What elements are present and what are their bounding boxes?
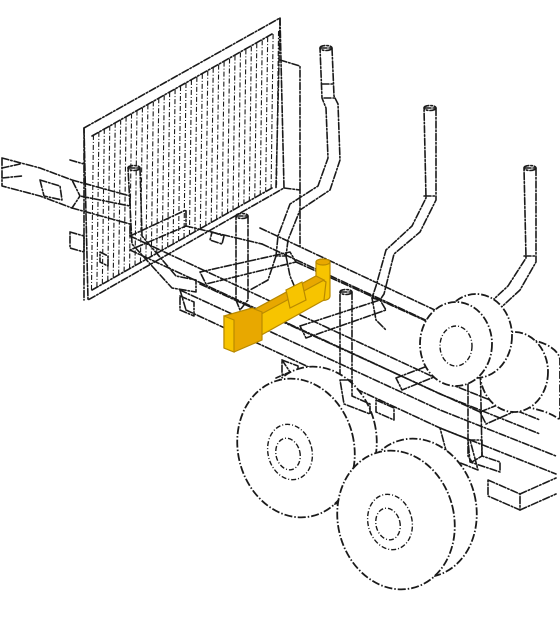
bulkhead-slat xyxy=(134,110,138,267)
front-bulkhead xyxy=(69,17,301,301)
bulkhead-slat xyxy=(232,55,236,211)
bulkhead-slat xyxy=(161,95,165,251)
bulkhead-slat xyxy=(139,107,143,263)
drawbar xyxy=(1,157,131,237)
wheels xyxy=(236,293,560,591)
bulkhead-slat xyxy=(237,52,241,207)
bulkhead-slat xyxy=(243,49,247,204)
bulkhead-slat xyxy=(183,82,187,239)
bulkhead-slat xyxy=(145,104,149,260)
bulkhead-slat xyxy=(101,128,105,285)
bracket-collar xyxy=(285,281,307,309)
foreground-frame xyxy=(275,359,501,473)
bulkhead-slat xyxy=(107,125,111,282)
bulkhead-slat xyxy=(205,70,209,226)
bulkhead-slat xyxy=(248,46,252,201)
bulkhead-slat xyxy=(210,67,214,223)
bulkhead-slat xyxy=(216,64,220,220)
bulkhead-slat xyxy=(129,113,133,270)
wheel-front-right xyxy=(419,293,513,387)
bulkhead-slat xyxy=(172,89,176,245)
bulkhead-slats xyxy=(90,31,280,291)
bulkhead-slat xyxy=(123,116,127,273)
bulkhead-slat xyxy=(118,119,122,276)
bulkhead-slat xyxy=(194,76,198,232)
bracket-foot-face xyxy=(223,315,235,353)
bulkhead-slat xyxy=(90,134,94,291)
bulkhead-slat xyxy=(227,58,231,214)
bulkhead-slat xyxy=(178,86,182,242)
bulkhead-slat xyxy=(96,131,100,288)
bracket-tube-cap xyxy=(315,258,331,266)
bulkhead-slat xyxy=(112,122,116,279)
bulkhead-slat xyxy=(188,79,192,235)
bulkhead-slat xyxy=(156,98,160,254)
bulkhead-slat xyxy=(259,40,263,195)
bulkhead-slat xyxy=(167,92,171,248)
bulkhead-slat xyxy=(150,101,154,257)
bulkhead-slat xyxy=(221,61,225,217)
bulkhead-slat xyxy=(270,34,274,189)
bulkhead-slat xyxy=(199,73,203,229)
bulkhead-slat xyxy=(265,37,269,192)
highlighted-crossbeam-bracket[interactable] xyxy=(223,258,331,353)
wheel-rear-left xyxy=(336,437,478,591)
bulkhead-slat xyxy=(276,31,280,186)
bulkhead-slat xyxy=(254,43,258,198)
wheel-front-left xyxy=(236,365,378,519)
